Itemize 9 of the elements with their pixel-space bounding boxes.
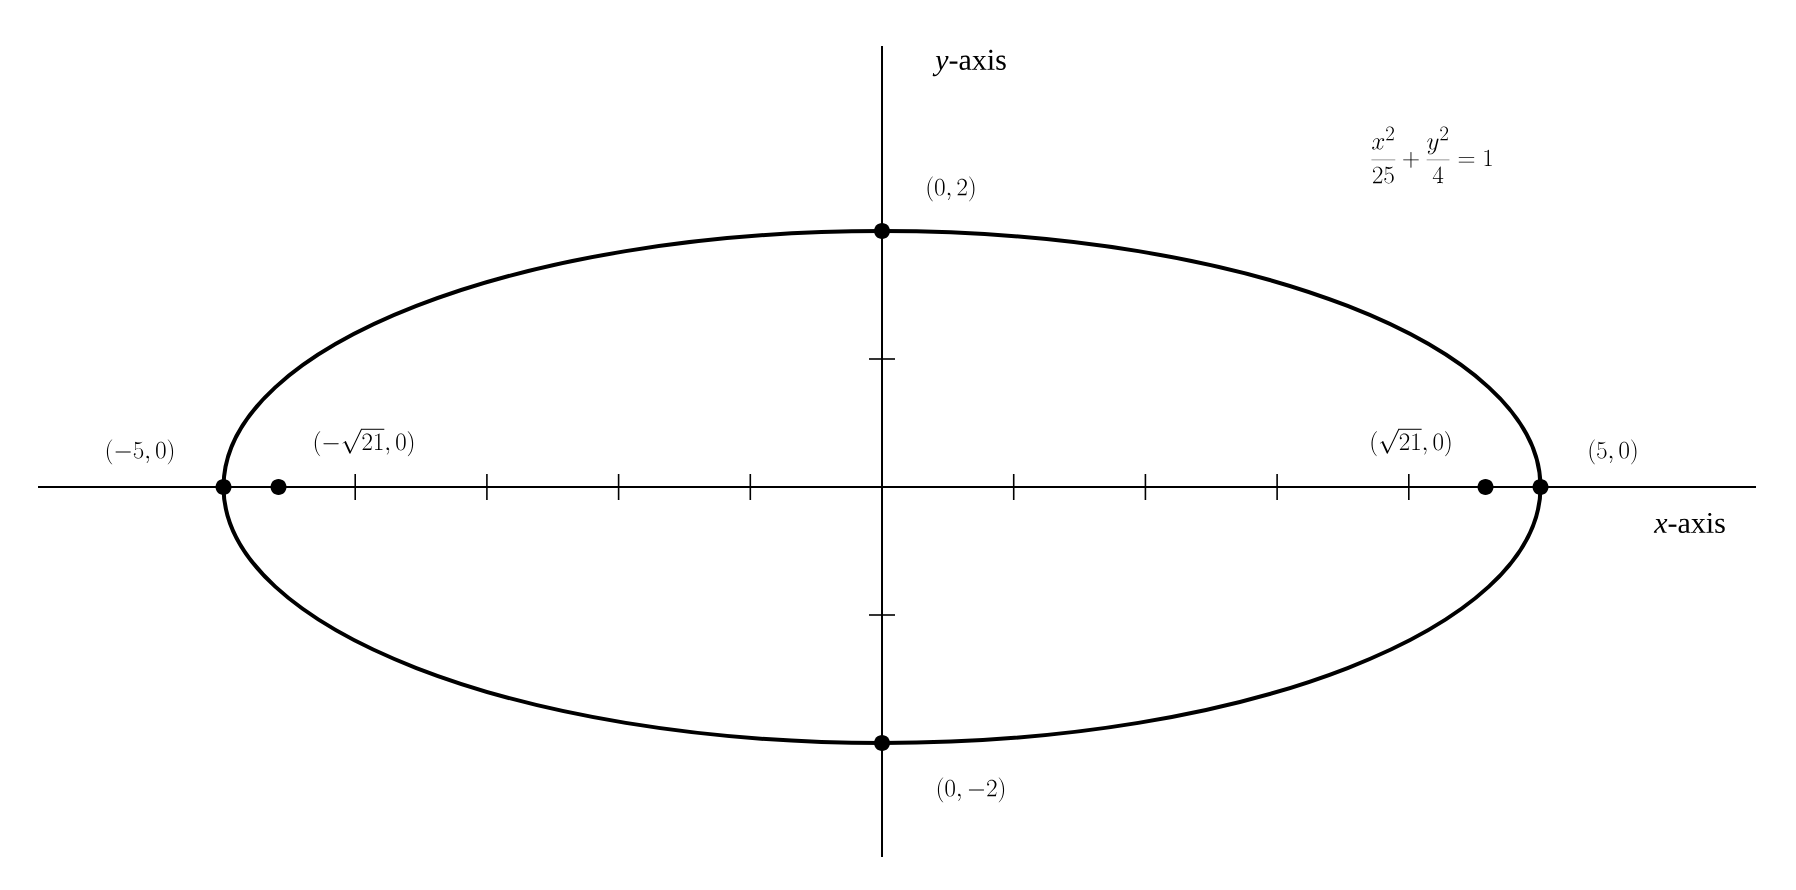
point-label: $(-\sqrt{21}, 0)$ <box>314 428 414 457</box>
point-label: $(0, 2)$ <box>927 176 975 202</box>
point-label: $(-5, 0)$ <box>106 439 174 465</box>
point-label: $(\sqrt{21}, 0)$ <box>1371 428 1451 457</box>
point-label: $(0, -2)$ <box>937 777 1005 803</box>
point-label: $(5, 0)$ <box>1589 439 1637 465</box>
axis-label: x-axis <box>1653 512 1725 534</box>
axis-label: y-axis <box>932 49 1006 77</box>
equation: $\frac{x^{2}}{25}+\frac{y^{2}}{4}=1$ <box>1371 126 1492 184</box>
